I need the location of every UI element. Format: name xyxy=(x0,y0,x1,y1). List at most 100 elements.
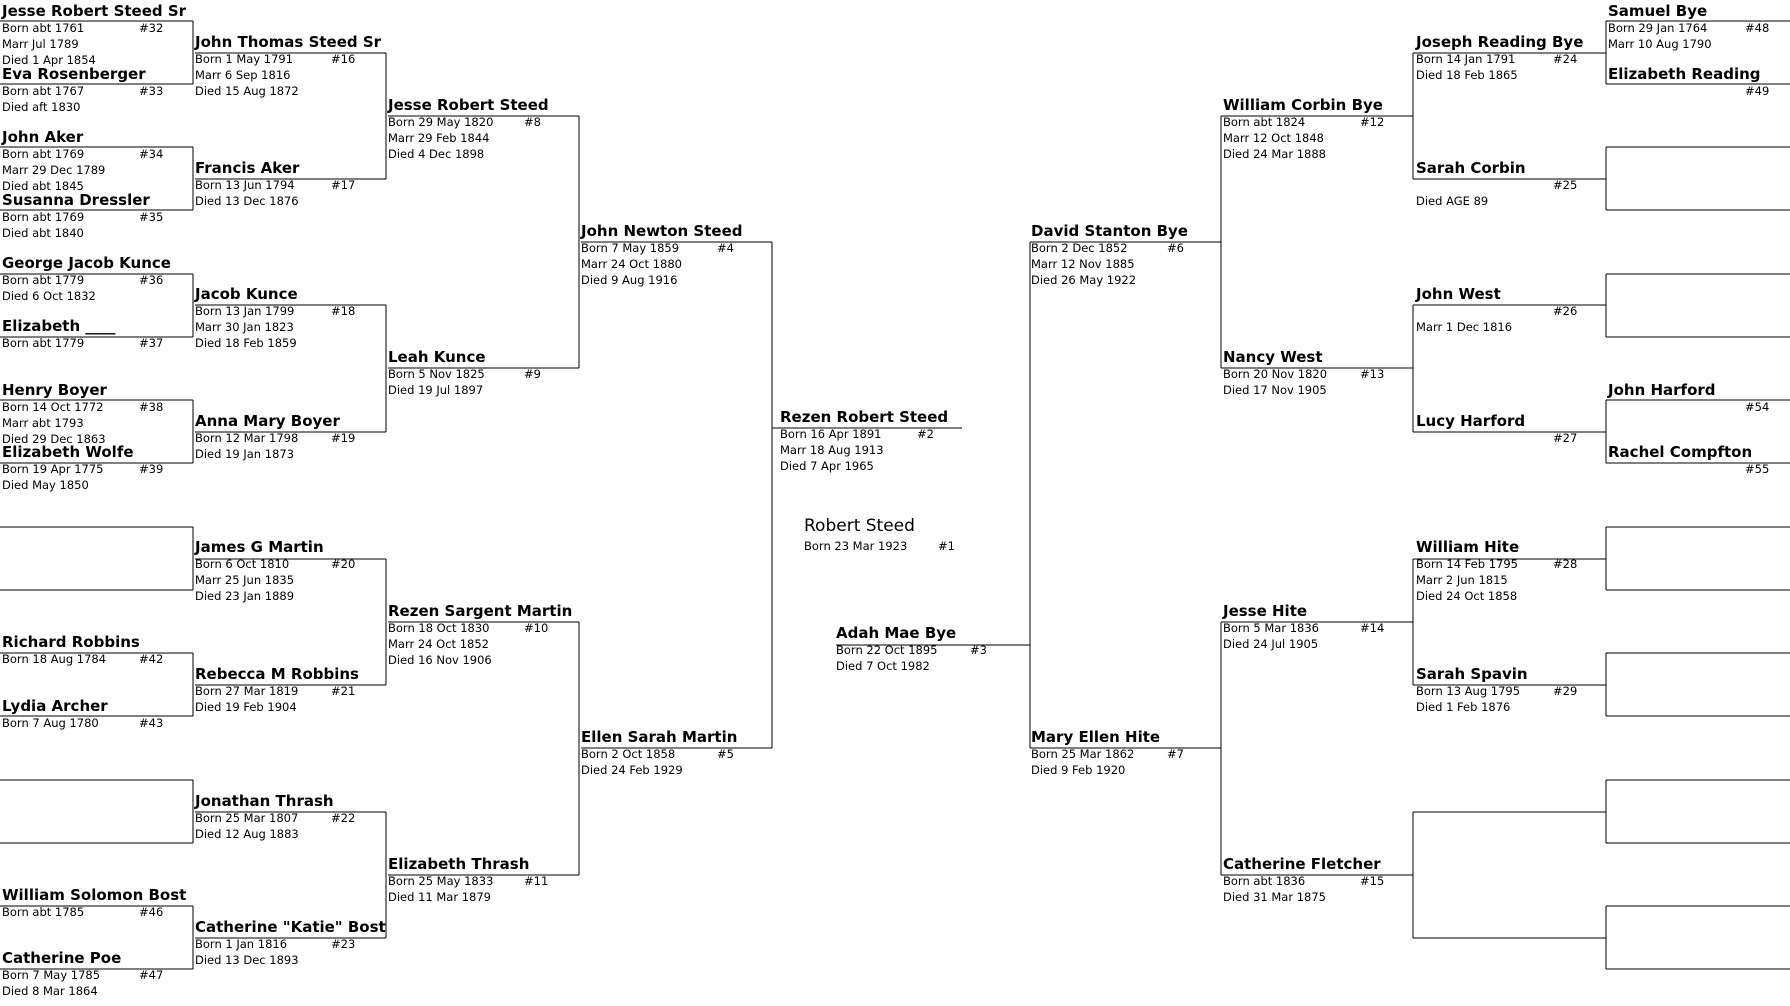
person-name-p38: Henry Boyer xyxy=(2,381,107,399)
person-detail-p7: Died 9 Feb 1920 xyxy=(1031,763,1126,777)
person-number-p3: #3 xyxy=(970,643,987,657)
person-detail-p12: Died 24 Mar 1888 xyxy=(1223,147,1326,161)
person-number-p49: #49 xyxy=(1745,84,1770,98)
person-name-p8: Jesse Robert Steed xyxy=(388,96,549,114)
person-name-p11: Elizabeth Thrash xyxy=(388,855,530,873)
person-detail-p38: Marr abt 1793 xyxy=(2,416,84,430)
person-name-p39: Elizabeth Wolfe xyxy=(2,443,134,461)
person-detail-p22: Born 25 Mar 1807 xyxy=(195,811,299,825)
person-name-p4: John Newton Steed xyxy=(581,222,743,240)
person-number-p25: #25 xyxy=(1553,178,1578,192)
person-number-p2: #2 xyxy=(917,427,934,441)
person-detail-p6: Marr 12 Nov 1885 xyxy=(1031,257,1135,271)
person-detail-p28: Marr 2 Jun 1815 xyxy=(1416,573,1508,587)
person-name-p9: Leah Kunce xyxy=(388,348,486,366)
person-detail-p28: Born 14 Feb 1795 xyxy=(1416,557,1518,571)
person-detail-p6: Died 26 May 1922 xyxy=(1031,273,1137,287)
person-name-p37: Elizabeth ____ xyxy=(2,317,116,335)
person-detail-p7: Born 25 Mar 1862 xyxy=(1031,747,1135,761)
person-detail-p11: Born 25 May 1833 xyxy=(388,874,494,888)
person-detail-p16: Marr 6 Sep 1816 xyxy=(195,68,291,82)
person-detail-p26: Marr 1 Dec 1816 xyxy=(1416,320,1513,334)
person-name-p25: Sarah Corbin xyxy=(1416,159,1526,177)
person-name-p28: William Hite xyxy=(1416,538,1520,556)
person-detail-p13: Died 17 Nov 1905 xyxy=(1223,383,1327,397)
person-detail-p18: Marr 30 Jan 1823 xyxy=(195,320,294,334)
person-detail-p16: Born 1 May 1791 xyxy=(195,52,294,66)
person-number-p10: #10 xyxy=(524,621,549,635)
person-name-p7: Mary Ellen Hite xyxy=(1031,728,1161,746)
person-detail-p32: Died 1 Apr 1854 xyxy=(2,53,96,67)
person-name-p36: George Jacob Kunce xyxy=(2,254,171,272)
person-detail-p36: Born abt 1779 xyxy=(2,273,85,287)
person-detail-p14: Born 5 Mar 1836 xyxy=(1223,621,1319,635)
person-name-p13: Nancy West xyxy=(1223,348,1323,366)
person-detail-p22: Died 12 Aug 1883 xyxy=(195,827,299,841)
person-detail-p35: Born abt 1769 xyxy=(2,210,85,224)
person-number-p33: #33 xyxy=(139,84,164,98)
person-number-p21: #21 xyxy=(331,684,356,698)
person-number-p18: #18 xyxy=(331,304,356,318)
person-detail-p5: Born 2 Oct 1858 xyxy=(581,747,676,761)
person-number-p46: #46 xyxy=(139,905,164,919)
person-number-p36: #36 xyxy=(139,273,164,287)
person-number-p26: #26 xyxy=(1553,304,1578,318)
person-detail-p24: Born 14 Jan 1791 xyxy=(1416,52,1516,66)
person-detail-p3: Born 22 Oct 1895 xyxy=(836,643,938,657)
person-number-p19: #19 xyxy=(331,431,356,445)
person-number-p22: #22 xyxy=(331,811,356,825)
person-detail-p2: Marr 18 Aug 1913 xyxy=(780,443,884,457)
person-number-p4: #4 xyxy=(717,241,734,255)
person-detail-p48: Marr 10 Aug 1790 xyxy=(1608,37,1712,51)
person-number-p32: #32 xyxy=(139,21,164,35)
person-detail-p39: Born 19 Apr 1775 xyxy=(2,462,104,476)
person-number-p8: #8 xyxy=(524,115,541,129)
person-detail-p18: Died 18 Feb 1859 xyxy=(195,336,297,350)
person-number-p37: #37 xyxy=(139,336,164,350)
person-detail-p4: Born 7 May 1859 xyxy=(581,241,680,255)
person-detail-p32: Marr Jul 1789 xyxy=(2,37,79,51)
person-detail-p2: Born 16 Apr 1891 xyxy=(780,427,882,441)
person-detail-p33: Died aft 1830 xyxy=(2,100,81,114)
person-number-p48: #48 xyxy=(1745,21,1770,35)
person-detail-p17: Died 13 Dec 1876 xyxy=(195,194,299,208)
person-detail-p11: Died 11 Mar 1879 xyxy=(388,890,491,904)
person-number-p42: #42 xyxy=(139,652,164,666)
person-number-p1: #1 xyxy=(938,539,955,553)
person-detail-p5: Died 24 Feb 1929 xyxy=(581,763,683,777)
person-detail-p4: Marr 24 Oct 1880 xyxy=(581,257,682,271)
person-name-p27: Lucy Harford xyxy=(1416,412,1526,430)
person-name-p35: Susanna Dressler xyxy=(2,191,150,209)
person-detail-p38: Born 14 Oct 1772 xyxy=(2,400,104,414)
person-name-p17: Francis Aker xyxy=(195,159,300,177)
person-detail-p21: Died 19 Feb 1904 xyxy=(195,700,297,714)
person-name-p47: Catherine Poe xyxy=(2,949,122,967)
person-number-p38: #38 xyxy=(139,400,164,414)
person-detail-p1: Born 23 Mar 1923 xyxy=(804,539,908,553)
person-name-p29: Sarah Spavin xyxy=(1416,665,1528,683)
person-name-p2: Rezen Robert Steed xyxy=(780,408,949,426)
person-name-p5: Ellen Sarah Martin xyxy=(581,728,738,746)
person-number-p13: #13 xyxy=(1360,367,1385,381)
person-detail-p8: Born 29 May 1820 xyxy=(388,115,494,129)
person-number-p35: #35 xyxy=(139,210,164,224)
person-detail-p4: Died 9 Aug 1916 xyxy=(581,273,678,287)
person-number-p39: #39 xyxy=(139,462,164,476)
person-name-p3: Adah Mae Bye xyxy=(836,624,957,642)
person-name-p21: Rebecca M Robbins xyxy=(195,665,359,683)
person-number-p9: #9 xyxy=(524,367,541,381)
person-name-p49: Elizabeth Reading xyxy=(1608,65,1761,83)
person-number-p20: #20 xyxy=(331,557,356,571)
person-detail-p47: Born 7 May 1785 xyxy=(2,968,101,982)
person-detail-p23: Born 1 Jan 1816 xyxy=(195,937,288,951)
person-name-p18: Jacob Kunce xyxy=(195,285,298,303)
person-name-p32: Jesse Robert Steed Sr xyxy=(2,2,187,20)
person-name-p22: Jonathan Thrash xyxy=(195,792,334,810)
person-detail-p29: Born 13 Aug 1795 xyxy=(1416,684,1521,698)
person-number-p24: #24 xyxy=(1553,52,1578,66)
person-detail-p28: Died 24 Oct 1858 xyxy=(1416,589,1518,603)
person-detail-p35: Died abt 1840 xyxy=(2,226,84,240)
person-detail-p12: Marr 12 Oct 1848 xyxy=(1223,131,1324,145)
person-detail-p10: Died 16 Nov 1906 xyxy=(388,653,492,667)
